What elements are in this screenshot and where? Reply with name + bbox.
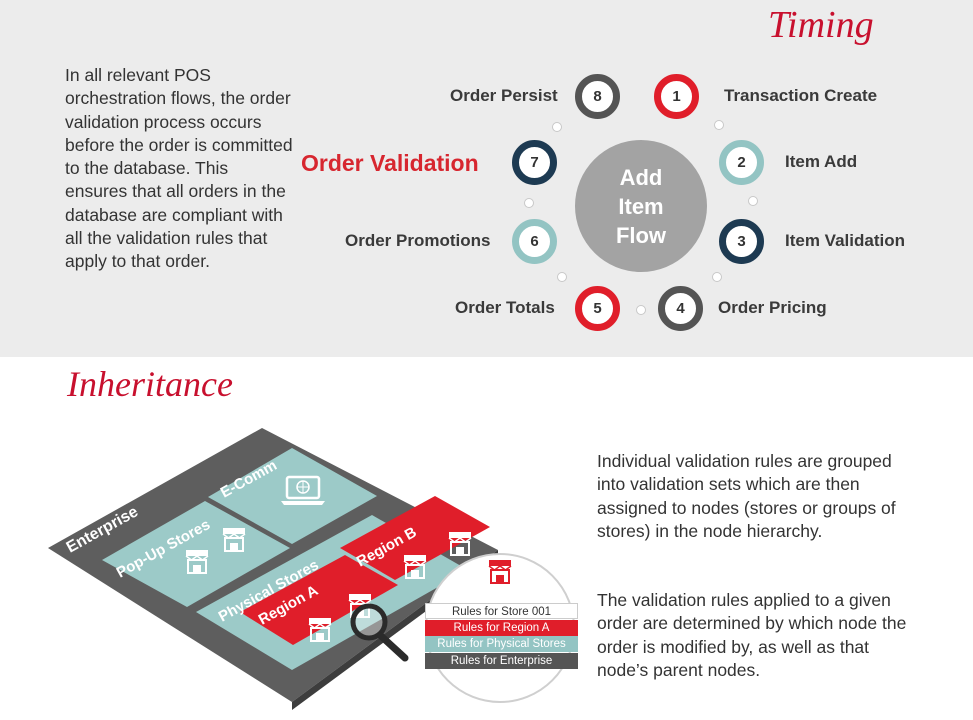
step-number: 1 bbox=[672, 88, 681, 105]
step-number: 3 bbox=[737, 233, 746, 250]
connector-dot bbox=[748, 196, 758, 206]
step-7-circle: 7 bbox=[512, 140, 557, 185]
step-label-order-totals: Order Totals bbox=[455, 298, 555, 317]
magnifier-icon bbox=[350, 603, 409, 662]
step-4-circle: 4 bbox=[658, 286, 703, 331]
step-number: 2 bbox=[737, 154, 746, 171]
step-number: 6 bbox=[530, 233, 539, 250]
timing-title: Timing bbox=[768, 4, 874, 46]
hub-label-line: Flow bbox=[615, 222, 667, 248]
connector-dot bbox=[636, 305, 646, 315]
step-number: 4 bbox=[676, 300, 685, 317]
step-6-circle: 6 bbox=[512, 219, 557, 264]
inheritance-paragraph-1: Individual validation rules are grouped … bbox=[597, 451, 896, 541]
timing-description: In all relevant POS orchestration flows,… bbox=[65, 65, 293, 272]
hub-label-line: Add bbox=[619, 164, 663, 190]
rule-physical-stores: Rules for Physical Stores bbox=[425, 636, 578, 653]
step-2-circle: 2 bbox=[719, 140, 764, 185]
step-number: 7 bbox=[530, 154, 539, 171]
step-5-circle: 5 bbox=[575, 286, 620, 331]
step-1-circle: 1 bbox=[654, 74, 699, 119]
step-label-order-promotions: Order Promotions bbox=[345, 231, 491, 250]
step-label-item-validation: Item Validation bbox=[785, 231, 905, 250]
enterprise-node-tile bbox=[48, 428, 498, 702]
step-3-circle: 3 bbox=[719, 219, 764, 264]
validation-rules-stack: Rules for Store 001 Rules for Region A R… bbox=[425, 603, 578, 669]
timing-panel bbox=[0, 0, 973, 357]
connector-dot bbox=[552, 122, 562, 132]
rule-region-a: Rules for Region A bbox=[425, 619, 578, 636]
step-label-order-persist: Order Persist bbox=[450, 86, 558, 105]
step-number: 8 bbox=[593, 88, 602, 105]
connector-dot bbox=[712, 272, 722, 282]
connector-dot bbox=[557, 272, 567, 282]
step-label-item-add: Item Add bbox=[785, 152, 858, 171]
inheritance-paragraph-2: The validation rules applied to a given … bbox=[597, 590, 907, 680]
inheritance-title: Inheritance bbox=[67, 364, 233, 404]
connector-dot bbox=[524, 198, 534, 208]
step-8-circle: 8 bbox=[575, 74, 620, 119]
step-number: 5 bbox=[593, 300, 602, 317]
region-b-node-tile bbox=[340, 496, 490, 580]
rule-store-001: Rules for Store 001 bbox=[425, 603, 578, 619]
step-label-transaction-create: Transaction Create bbox=[724, 86, 878, 105]
step-label-order-pricing: Order Pricing bbox=[718, 298, 827, 317]
rule-enterprise: Rules for Enterprise bbox=[425, 652, 578, 669]
add-item-flow-hub: Add Item Flow bbox=[575, 140, 707, 272]
region-a-node-tile bbox=[240, 555, 398, 645]
step-label-order-validation: Order Validation bbox=[301, 150, 479, 176]
laptop-icon bbox=[281, 475, 325, 505]
connector-dot bbox=[714, 120, 724, 130]
hub-label-line: Item bbox=[618, 193, 664, 219]
ecomm-node-tile bbox=[208, 448, 377, 544]
